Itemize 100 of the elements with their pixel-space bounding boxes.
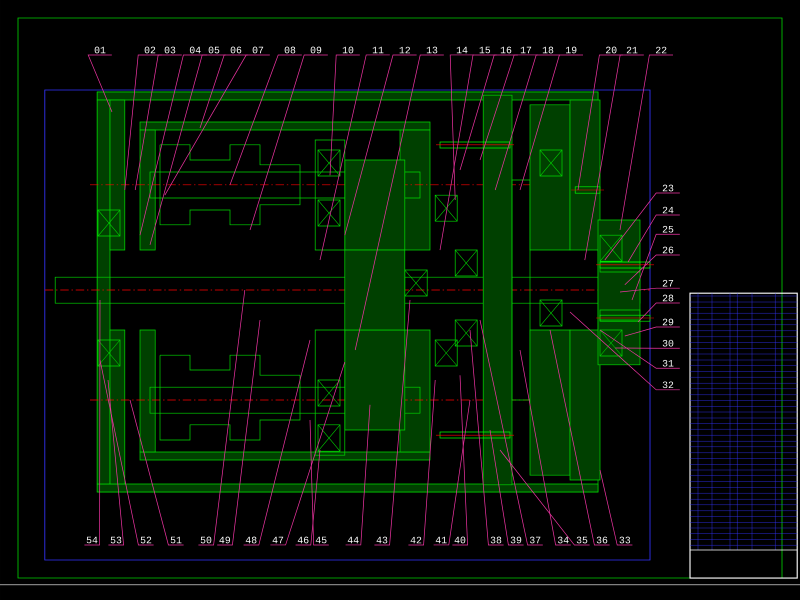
- leader-line: [345, 404, 370, 546]
- callout-number: 19: [566, 46, 576, 54]
- callout-number: 39: [510, 536, 522, 544]
- callout-number: 31: [662, 360, 674, 367]
- leader-line: [320, 54, 390, 260]
- leader-line: [490, 430, 524, 546]
- callout-number: 04: [190, 46, 201, 54]
- leader-line: [520, 350, 572, 546]
- callout-number: 34: [558, 536, 569, 544]
- callout-number: 40: [454, 536, 466, 544]
- leader-line: [198, 290, 246, 546]
- callout-number: 52: [140, 536, 152, 544]
- callout-number: 07: [252, 46, 264, 54]
- callout-number: 13: [426, 46, 438, 54]
- callout-number: 50: [200, 536, 212, 544]
- leader-line: [638, 302, 680, 322]
- callout-number: 41: [436, 536, 447, 544]
- leader-line: [614, 348, 680, 349]
- callout-number: 20: [606, 46, 616, 54]
- leader-line: [344, 54, 417, 236]
- callout-number: 33: [620, 536, 630, 544]
- leader-line: [134, 54, 182, 190]
- leader-line: [243, 340, 310, 546]
- leader-line: [374, 300, 410, 546]
- callout-number: 35: [576, 536, 588, 544]
- callout-number: 45: [316, 536, 326, 544]
- leader-line: [295, 450, 320, 546]
- callout-number: 05: [208, 46, 220, 54]
- leader-line: [200, 54, 248, 128]
- callout-number: 24: [662, 206, 674, 214]
- callout-number: 47: [272, 536, 284, 544]
- leader-line: [452, 374, 468, 546]
- callout-number: 30: [662, 340, 674, 347]
- leader-line: [624, 326, 680, 336]
- callout-number: 46: [298, 536, 308, 544]
- callout-number: 15: [480, 46, 490, 54]
- leader-line: [550, 330, 610, 546]
- leader-line: [600, 470, 633, 546]
- leader-line: [164, 54, 270, 196]
- callout-number: 14: [456, 46, 468, 54]
- leader-line: [310, 420, 330, 546]
- callout-number: 18: [542, 46, 554, 54]
- leader-line: [600, 330, 680, 369]
- callout-number: 01: [94, 46, 106, 54]
- leader-line: [88, 54, 112, 112]
- leader-line: [440, 54, 497, 250]
- leader-line: [354, 54, 444, 350]
- leader-line: [408, 380, 436, 546]
- callout-number: 37: [530, 536, 540, 544]
- leader-line: [494, 54, 560, 190]
- leader-line: [100, 360, 154, 546]
- callout-number: 02: [144, 46, 156, 54]
- callout-number: 53: [110, 536, 122, 544]
- leader-line: [450, 54, 474, 200]
- leader-line: [470, 330, 504, 546]
- callout-number: 26: [662, 246, 674, 254]
- callout-number: 08: [284, 46, 296, 54]
- leader-line: [250, 54, 328, 230]
- callout-number: 21: [626, 46, 638, 54]
- callout-number: 27: [662, 280, 674, 286]
- leader-line: [433, 400, 470, 546]
- callout-number: 09: [310, 46, 322, 54]
- callout-number: 06: [230, 46, 242, 54]
- leader-line: [500, 450, 590, 546]
- leader-line: [520, 54, 584, 190]
- callout-number: 44: [348, 536, 359, 544]
- leader-line: [130, 400, 184, 546]
- callout-number: 22: [656, 46, 666, 54]
- callout-number: 36: [596, 536, 608, 544]
- leader-line: [480, 54, 538, 160]
- leader-line: [270, 362, 346, 546]
- callout-number: 12: [400, 46, 410, 54]
- callout-number: 16: [500, 46, 512, 54]
- callout-number: 42: [410, 536, 422, 544]
- callout-number: 38: [490, 536, 502, 544]
- leader-line: [624, 254, 680, 286]
- callout-number: 03: [164, 46, 176, 54]
- callout-number: 10: [342, 46, 354, 54]
- leader-line: [216, 320, 260, 546]
- callout-number: 23: [662, 184, 674, 192]
- leader-line: [628, 214, 680, 262]
- leader-line: [150, 54, 226, 246]
- leader-line: [330, 54, 360, 176]
- gearbox-drawing: [44, 92, 654, 492]
- callout-number: 17: [520, 46, 532, 54]
- leader-line: [230, 54, 302, 186]
- callout-number: 11: [372, 46, 384, 54]
- callout-number: 54: [86, 536, 98, 544]
- callout-number: 51: [170, 536, 182, 544]
- callout-number: 43: [376, 536, 388, 544]
- callout-number: 48: [246, 536, 256, 544]
- leader-line: [632, 234, 680, 300]
- callout-number: 49: [219, 536, 230, 544]
- callout-number: 25: [662, 226, 674, 233]
- leader-line: [604, 192, 680, 260]
- leader-line: [84, 300, 100, 546]
- callout-number: 32: [662, 381, 674, 388]
- leader-line: [620, 288, 680, 292]
- leader-line: [108, 380, 124, 546]
- callout-number: 28: [662, 294, 674, 302]
